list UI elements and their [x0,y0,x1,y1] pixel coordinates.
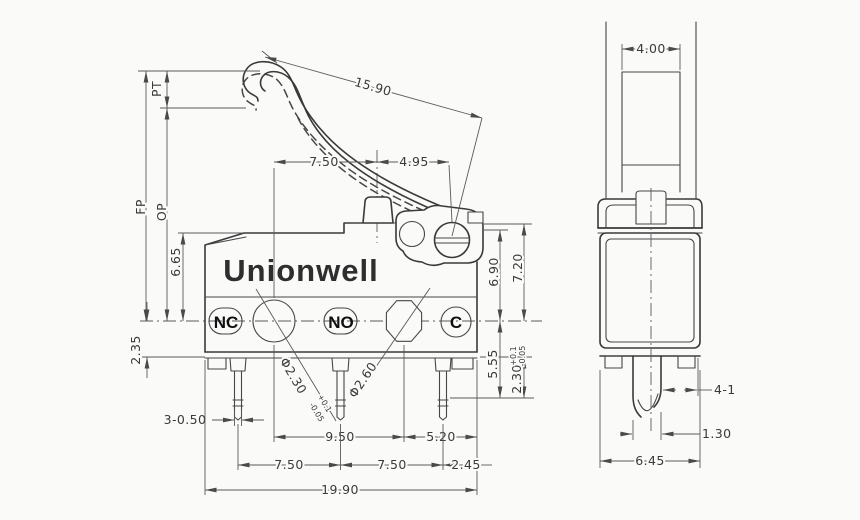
dim-center-to-shoulder: 5.55 [485,349,500,378]
dim-overall-width: 19.90 [321,482,359,497]
dim-pin-edge: 2.45 [451,457,480,472]
dim-right-outer: 7.20 [510,253,525,282]
body-chamfer [204,236,247,246]
foot-left [207,357,227,370]
body-outline-left-top [204,222,363,353]
pin1-base [229,357,247,372]
side-body [599,232,701,369]
foot-right [451,357,474,370]
dim-plunger-offset: 7.50 [309,154,338,169]
side-view: 4.00 4-1 1.30 6.45 [597,21,737,470]
pin1 [233,370,243,421]
dim-lever-width: 4.00 [636,41,665,56]
dim-op: OP [154,203,169,221]
nc-outline [208,307,243,335]
front-view: Unionwell NC NO C [126,50,542,499]
dim-pt: PT [149,81,164,97]
dim-bottom-to-shoulder-tol-up: +0.1 [509,346,518,365]
dim-hole-pitch: 9.50 [325,429,354,444]
dim-hole-nc-dia: Φ2.30 [277,355,310,397]
no-outline [323,307,358,335]
mounting-hole-left [252,299,296,343]
dim-bottom-to-shoulder: 2.30 [509,364,524,393]
dim-bottom-to-shoulder-tol-dn: -0.05 [518,346,527,367]
dim-top-to-center: 6.65 [168,247,183,276]
dim-fp: FP [133,199,148,215]
dim-pin-pitch-right: 7.50 [377,457,406,472]
terminal-no-label: NO [328,313,354,332]
mounting-hole-right [385,300,423,342]
dim-hole-edge: 5.20 [426,429,455,444]
dim-pin-pitch-left: 7.50 [274,457,303,472]
brand-text: Unionwell [223,253,378,288]
pin2 [336,370,345,421]
dim-center-to-bottom: 2.35 [128,335,143,364]
pivot-hole [398,220,426,248]
dim-lever-length: 15.90 [353,74,393,99]
dim-right-inner: 6.90 [486,257,501,286]
pin3-base [434,357,452,372]
dim-pin-note: 4-1 [714,382,736,397]
switch-body: Unionwell [204,222,478,359]
plunger [349,196,399,224]
side-lever [605,21,697,199]
dim-hole-no-dia: Φ2.60 [345,359,380,400]
dim-pivot-offset: 4.95 [399,154,428,169]
side-plunger-end [635,190,667,225]
pin3 [438,370,448,421]
dim-pin-thickness: 1.30 [702,426,731,441]
dim-body-depth: 6.45 [635,453,664,468]
terminal-pins [207,357,474,421]
pin2-base [331,357,350,372]
dim-pin-width: 3-0.50 [164,412,207,427]
terminal-nc-label: NC [214,313,239,332]
c-outline [440,306,472,338]
side-foot-left [604,355,623,369]
terminal-c-label: C [450,313,462,332]
side-dimensions: 4.00 4-1 1.30 6.45 [599,39,737,470]
pivot-rivet [433,221,471,259]
side-pin [632,355,662,418]
lever-anchor-tab [467,211,484,224]
side-cap [597,190,703,234]
terminal-row: NC NO C [208,299,472,343]
pivot-boss [395,204,484,267]
side-foot-right [677,355,696,369]
